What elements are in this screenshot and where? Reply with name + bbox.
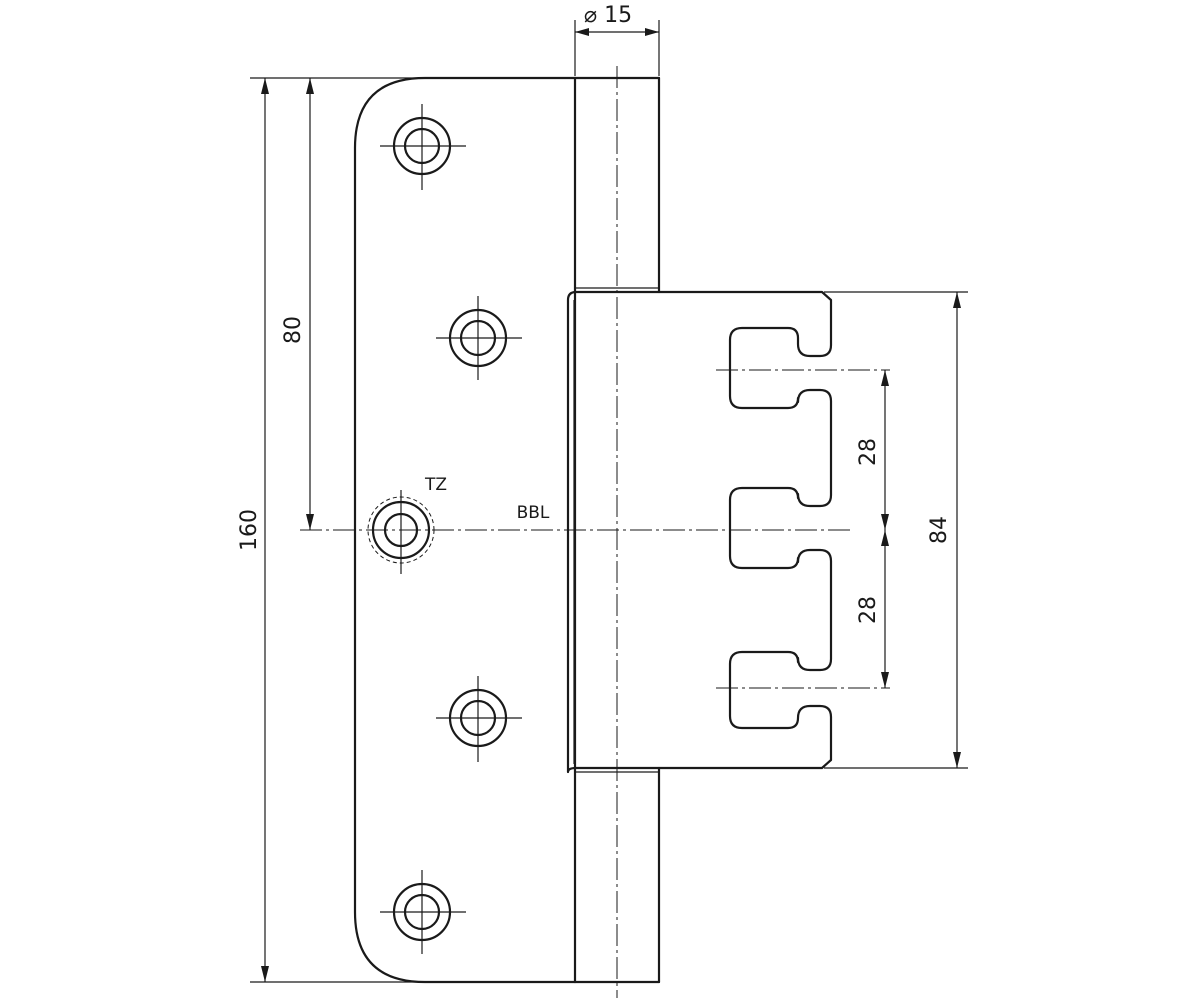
- dimension-slot-pitch-lower: 28: [856, 530, 889, 688]
- dimension-upper-to-center: 80: [281, 78, 314, 530]
- pin-diameter-label: ⌀ 15: [584, 3, 632, 28]
- tz-label: TZ: [424, 475, 447, 495]
- slot-pitch-upper-label: 28: [856, 438, 881, 466]
- screw-hole-2: [436, 296, 522, 380]
- hinge-knuckle: [573, 66, 661, 998]
- dimension-slot-pitch-upper: 28: [856, 370, 889, 530]
- dimension-pin-diameter: ⌀ 15: [574, 3, 660, 76]
- dimension-leaf-height: 84: [824, 291, 968, 769]
- total-height-label: 160: [237, 509, 262, 551]
- screw-hole-1: [380, 104, 466, 190]
- slot-pitch-lower-label: 28: [856, 596, 881, 624]
- bbl-label: BBL: [517, 503, 550, 523]
- screw-hole-tz: [367, 490, 435, 574]
- dimension-total-height: 160: [237, 77, 420, 983]
- right-leaf-outline: [566, 290, 833, 774]
- leaf-height-label: 84: [927, 516, 952, 544]
- upper-to-center-label: 80: [281, 316, 306, 344]
- screw-hole-4: [436, 676, 522, 762]
- screw-hole-5: [380, 870, 466, 954]
